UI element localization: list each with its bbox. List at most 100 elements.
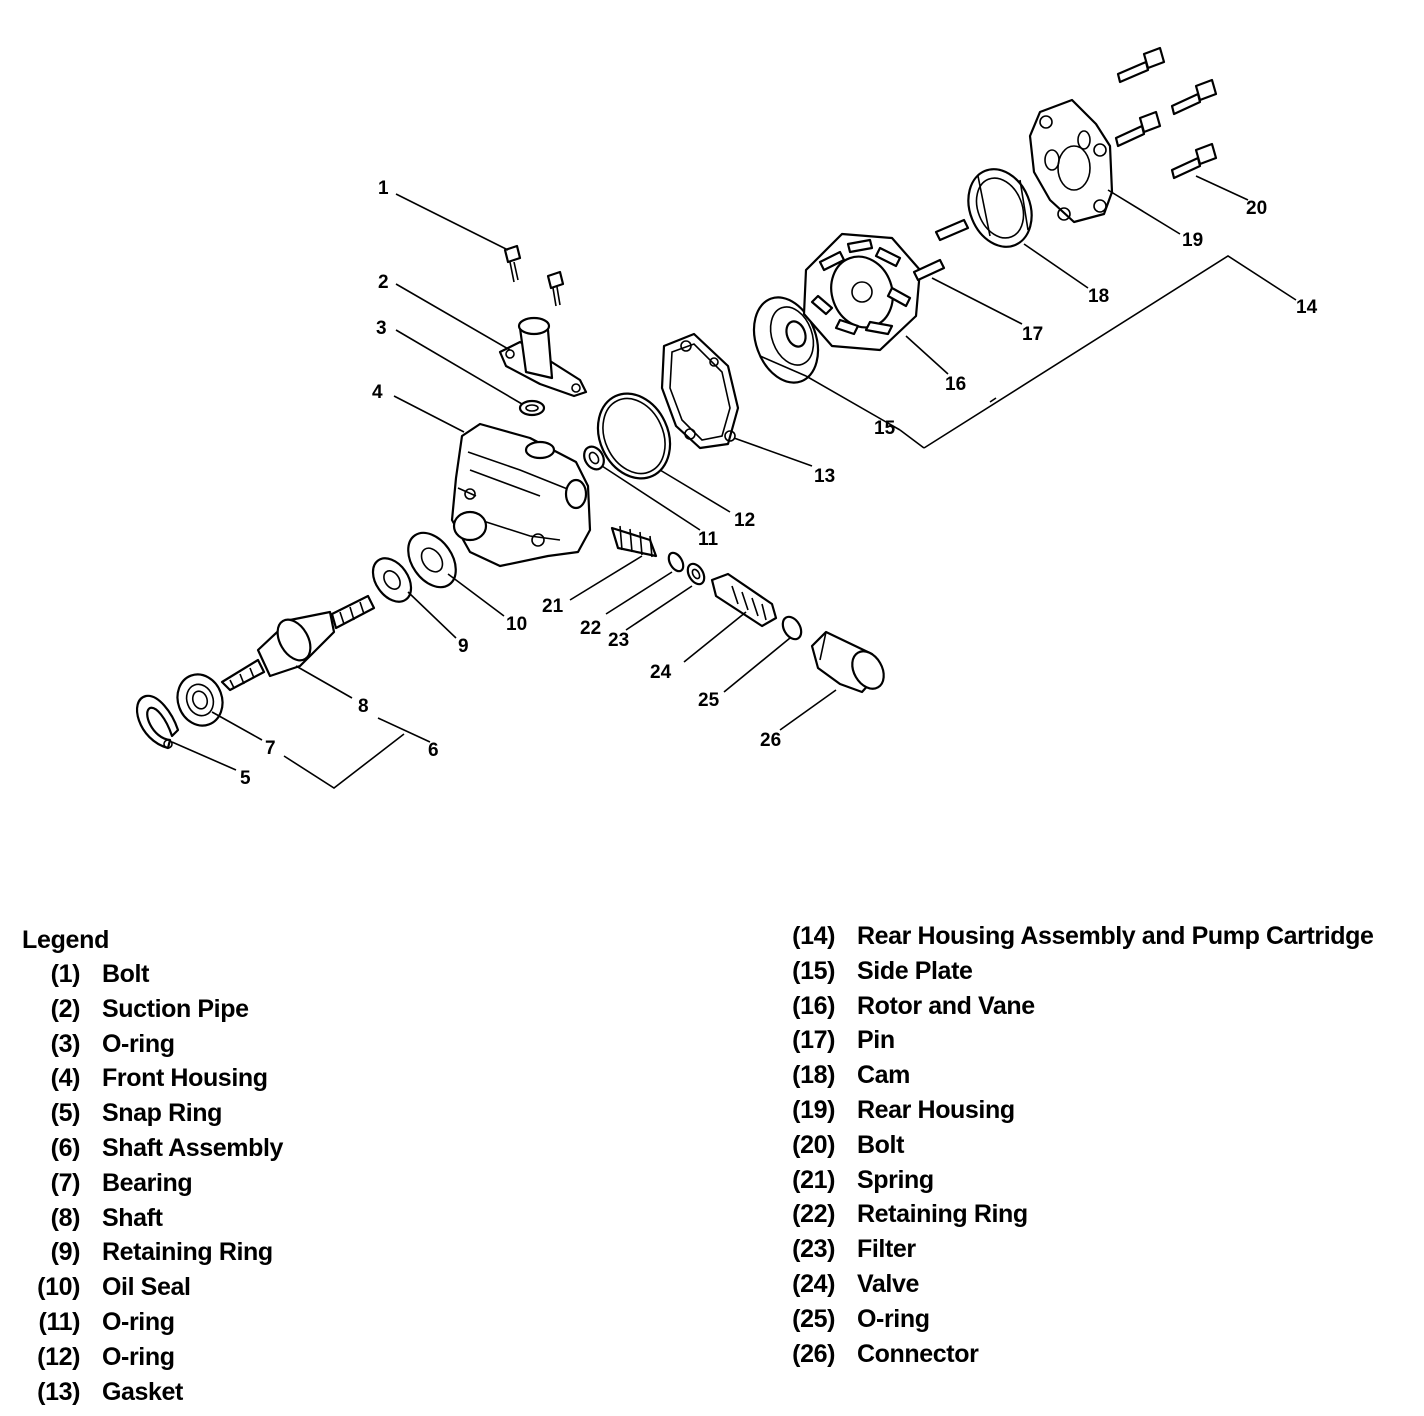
part-7-bearing xyxy=(176,673,224,727)
legend-label: Retaining Ring xyxy=(857,1200,1028,1229)
callout-20: 20 xyxy=(1246,198,1267,219)
legend-number: (12) xyxy=(37,1342,80,1371)
part-8-shaft xyxy=(220,594,376,692)
legend-number: (8) xyxy=(50,1203,81,1232)
callout-22: 22 xyxy=(580,618,601,639)
legend-number: (2) xyxy=(50,994,81,1023)
legend-label: Valve xyxy=(857,1269,919,1298)
legend-label: Spring xyxy=(857,1165,934,1194)
legend-label: Shaft xyxy=(102,1203,163,1232)
part-12-o-ring xyxy=(596,392,672,480)
legend-number: (21) xyxy=(792,1165,835,1194)
part-9-retaining-ring xyxy=(371,557,413,603)
callout-18: 18 xyxy=(1088,286,1109,307)
part-20-bolt xyxy=(1114,46,1218,180)
legend-number: (16) xyxy=(792,991,835,1020)
part-11-o-ring xyxy=(583,445,605,471)
legend-number: (13) xyxy=(37,1377,80,1406)
callout-23: 23 xyxy=(608,630,629,651)
callout-16: 16 xyxy=(945,374,966,395)
part-25-o-ring xyxy=(781,615,803,641)
legend-number: (23) xyxy=(792,1235,835,1264)
part-15-side-plate xyxy=(752,296,820,384)
part-18-cam xyxy=(967,168,1033,248)
callout-2: 2 xyxy=(378,272,389,293)
legend-label: Connector xyxy=(857,1339,979,1368)
exploded-pump-diagram: 1 2 3 4 5 6 7 8 9 10 11 12 13 14 15 16 1… xyxy=(136,46,1318,789)
callout-labels: 1 2 3 4 5 6 7 8 9 10 11 12 13 14 15 16 1… xyxy=(240,178,1318,789)
callout-9: 9 xyxy=(458,636,469,657)
callout-21: 21 xyxy=(542,596,564,617)
part-23-filter xyxy=(686,562,706,586)
callout-14: 14 xyxy=(1296,297,1318,318)
legend-label: Bolt xyxy=(102,960,149,988)
callout-12: 12 xyxy=(734,510,755,531)
legend-label: O-ring xyxy=(102,1029,175,1058)
part-10-oil-seal xyxy=(407,531,457,589)
legend-number: (7) xyxy=(50,1168,81,1197)
callout-8: 8 xyxy=(358,696,369,717)
part-16-rotor-and-vane xyxy=(802,232,922,352)
legend-label: Snap Ring xyxy=(102,1099,223,1128)
legend-number: (26) xyxy=(792,1339,835,1368)
leader-lines xyxy=(171,175,1297,789)
callout-4: 4 xyxy=(372,382,383,403)
legend-number: (14) xyxy=(792,922,835,950)
legend-label: Suction Pipe xyxy=(102,994,249,1023)
part-26-connector xyxy=(810,630,885,694)
part-21-spring xyxy=(610,525,658,558)
callout-3: 3 xyxy=(376,318,387,339)
callout-1: 1 xyxy=(378,178,389,199)
callout-7: 7 xyxy=(265,738,276,759)
legend-label: Bearing xyxy=(102,1168,193,1197)
part-19-rear-housing xyxy=(1028,98,1114,224)
part-24-valve xyxy=(710,572,778,628)
callout-6: 6 xyxy=(428,740,439,761)
legend-number: (15) xyxy=(792,956,835,985)
legend-label: Front Housing xyxy=(102,1064,268,1093)
legend-number: (25) xyxy=(792,1304,835,1333)
legend-number: (1) xyxy=(50,960,81,988)
legend-number: (4) xyxy=(50,1064,81,1093)
legend-label: O-ring xyxy=(102,1342,175,1371)
legend-number: (17) xyxy=(792,1026,835,1055)
part-2-suction-pipe xyxy=(498,316,588,398)
callout-5: 5 xyxy=(240,768,251,789)
legend-number: (24) xyxy=(792,1269,835,1298)
legend-number: (5) xyxy=(50,1099,81,1128)
part-4-front-housing xyxy=(450,422,592,568)
part-17-pin xyxy=(912,218,970,282)
legend-label: Rotor and Vane xyxy=(857,991,1035,1020)
legend-label: Retaining Ring xyxy=(102,1238,273,1267)
callout-24: 24 xyxy=(650,662,672,683)
legend-label: Filter xyxy=(857,1235,916,1264)
legend-label: Oil Seal xyxy=(102,1273,191,1302)
legend-title: Legend xyxy=(22,926,110,954)
legend-number: (11) xyxy=(38,1307,81,1336)
legend-label: Cam xyxy=(857,1061,910,1090)
legend-label: Rear Housing xyxy=(857,1095,1015,1124)
callout-11: 11 xyxy=(698,529,719,550)
callout-10: 10 xyxy=(506,614,527,635)
legend-number: (10) xyxy=(37,1273,80,1302)
legend-label: Bolt xyxy=(857,1130,904,1159)
legend-number: (9) xyxy=(50,1238,81,1267)
callout-25: 25 xyxy=(698,690,720,711)
legend-label: Shaft Assembly xyxy=(102,1133,284,1162)
legend-label: O-ring xyxy=(857,1304,930,1333)
part-5-snap-ring xyxy=(136,694,180,750)
legend-label: Side Plate xyxy=(857,956,973,985)
legend-number: (22) xyxy=(792,1200,835,1229)
callout-13: 13 xyxy=(814,466,835,487)
legend-number: (6) xyxy=(50,1133,81,1162)
part-1-bolt xyxy=(503,244,565,307)
legend-number: (3) xyxy=(50,1029,81,1058)
legend-label: Gasket xyxy=(102,1377,183,1406)
part-13-gasket xyxy=(660,332,740,450)
callout-19: 19 xyxy=(1182,230,1203,251)
callout-15: 15 xyxy=(874,418,896,439)
part-3-o-ring xyxy=(518,399,546,417)
legend-label: Rear Housing Assembly and Pump Cartridge xyxy=(857,922,1374,950)
legend-number: (18) xyxy=(792,1061,835,1090)
part-22-retaining-ring xyxy=(667,551,685,573)
